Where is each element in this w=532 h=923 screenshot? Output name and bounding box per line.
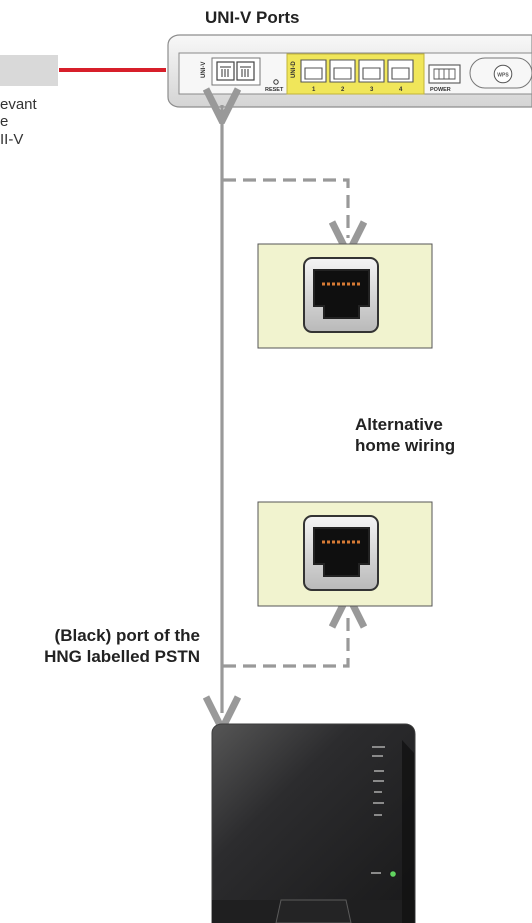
hng-status-light xyxy=(389,870,397,878)
partial-note-line-2: e xyxy=(0,113,9,131)
pstn-label-line-2: HNG labelled PSTN xyxy=(44,647,200,667)
hng-indicator-strip xyxy=(372,746,385,816)
alternative-wiring-line-1: Alternative xyxy=(355,415,443,434)
port-2-label: 2 xyxy=(341,87,345,93)
pstn-port-label: (Black) port of the HNG labelled PSTN xyxy=(18,625,200,668)
port-4-label: 4 xyxy=(399,87,403,93)
uni-d-port-1 xyxy=(300,59,327,83)
reset-label: RESET xyxy=(265,87,284,93)
wps-button-text: WPS xyxy=(497,73,509,79)
power-label: POWER xyxy=(430,87,451,93)
port-3-label: 3 xyxy=(370,87,374,93)
wall-socket-top-jack xyxy=(313,269,370,319)
router-device: WPS UNI-V RESET UNI-D 1 2 3 4 POWER xyxy=(167,34,532,108)
bottom-dashed-route xyxy=(223,611,348,668)
partial-red-cable xyxy=(0,55,166,86)
reset-button xyxy=(273,79,279,85)
partial-adapter-box xyxy=(0,55,58,86)
hng-shell xyxy=(211,723,416,923)
uni-d-port-3 xyxy=(358,59,385,83)
port-1-label: 1 xyxy=(312,87,316,93)
wall-socket-top xyxy=(257,243,433,349)
wall-socket-bottom-jack xyxy=(313,527,370,577)
uni-d-port-2 xyxy=(329,59,356,83)
power-port-detail xyxy=(433,68,456,80)
uni-d-port-4 xyxy=(387,59,414,83)
partial-note-line-3: II-V xyxy=(0,130,24,148)
uni-v-ports-title: UNI-V Ports xyxy=(205,8,300,27)
uni-v-vertical-label: UNI-V xyxy=(201,62,207,78)
alternative-wiring-line-2: home wiring xyxy=(355,436,456,456)
top-dashed-route xyxy=(223,178,348,238)
wall-socket-bottom xyxy=(257,501,433,607)
partial-note-line-1: evant xyxy=(0,96,37,113)
partial-left-note: evant e II-V xyxy=(0,96,80,148)
dashed-alternative-path-top xyxy=(223,178,348,238)
uni-v-contact-lines xyxy=(220,66,251,77)
pstn-label-line-1: (Black) port of the xyxy=(54,626,200,645)
uni-d-vertical-label: UNI-D xyxy=(291,61,297,78)
power-port xyxy=(428,64,461,84)
hng-device xyxy=(211,723,416,923)
wps-button xyxy=(493,64,513,84)
hng-bottom-notch xyxy=(275,899,352,923)
hng-right-edge xyxy=(402,740,414,923)
alternative-home-wiring-label: Alternative home wiring xyxy=(355,414,455,457)
dashed-alternative-path-bottom xyxy=(223,611,348,668)
